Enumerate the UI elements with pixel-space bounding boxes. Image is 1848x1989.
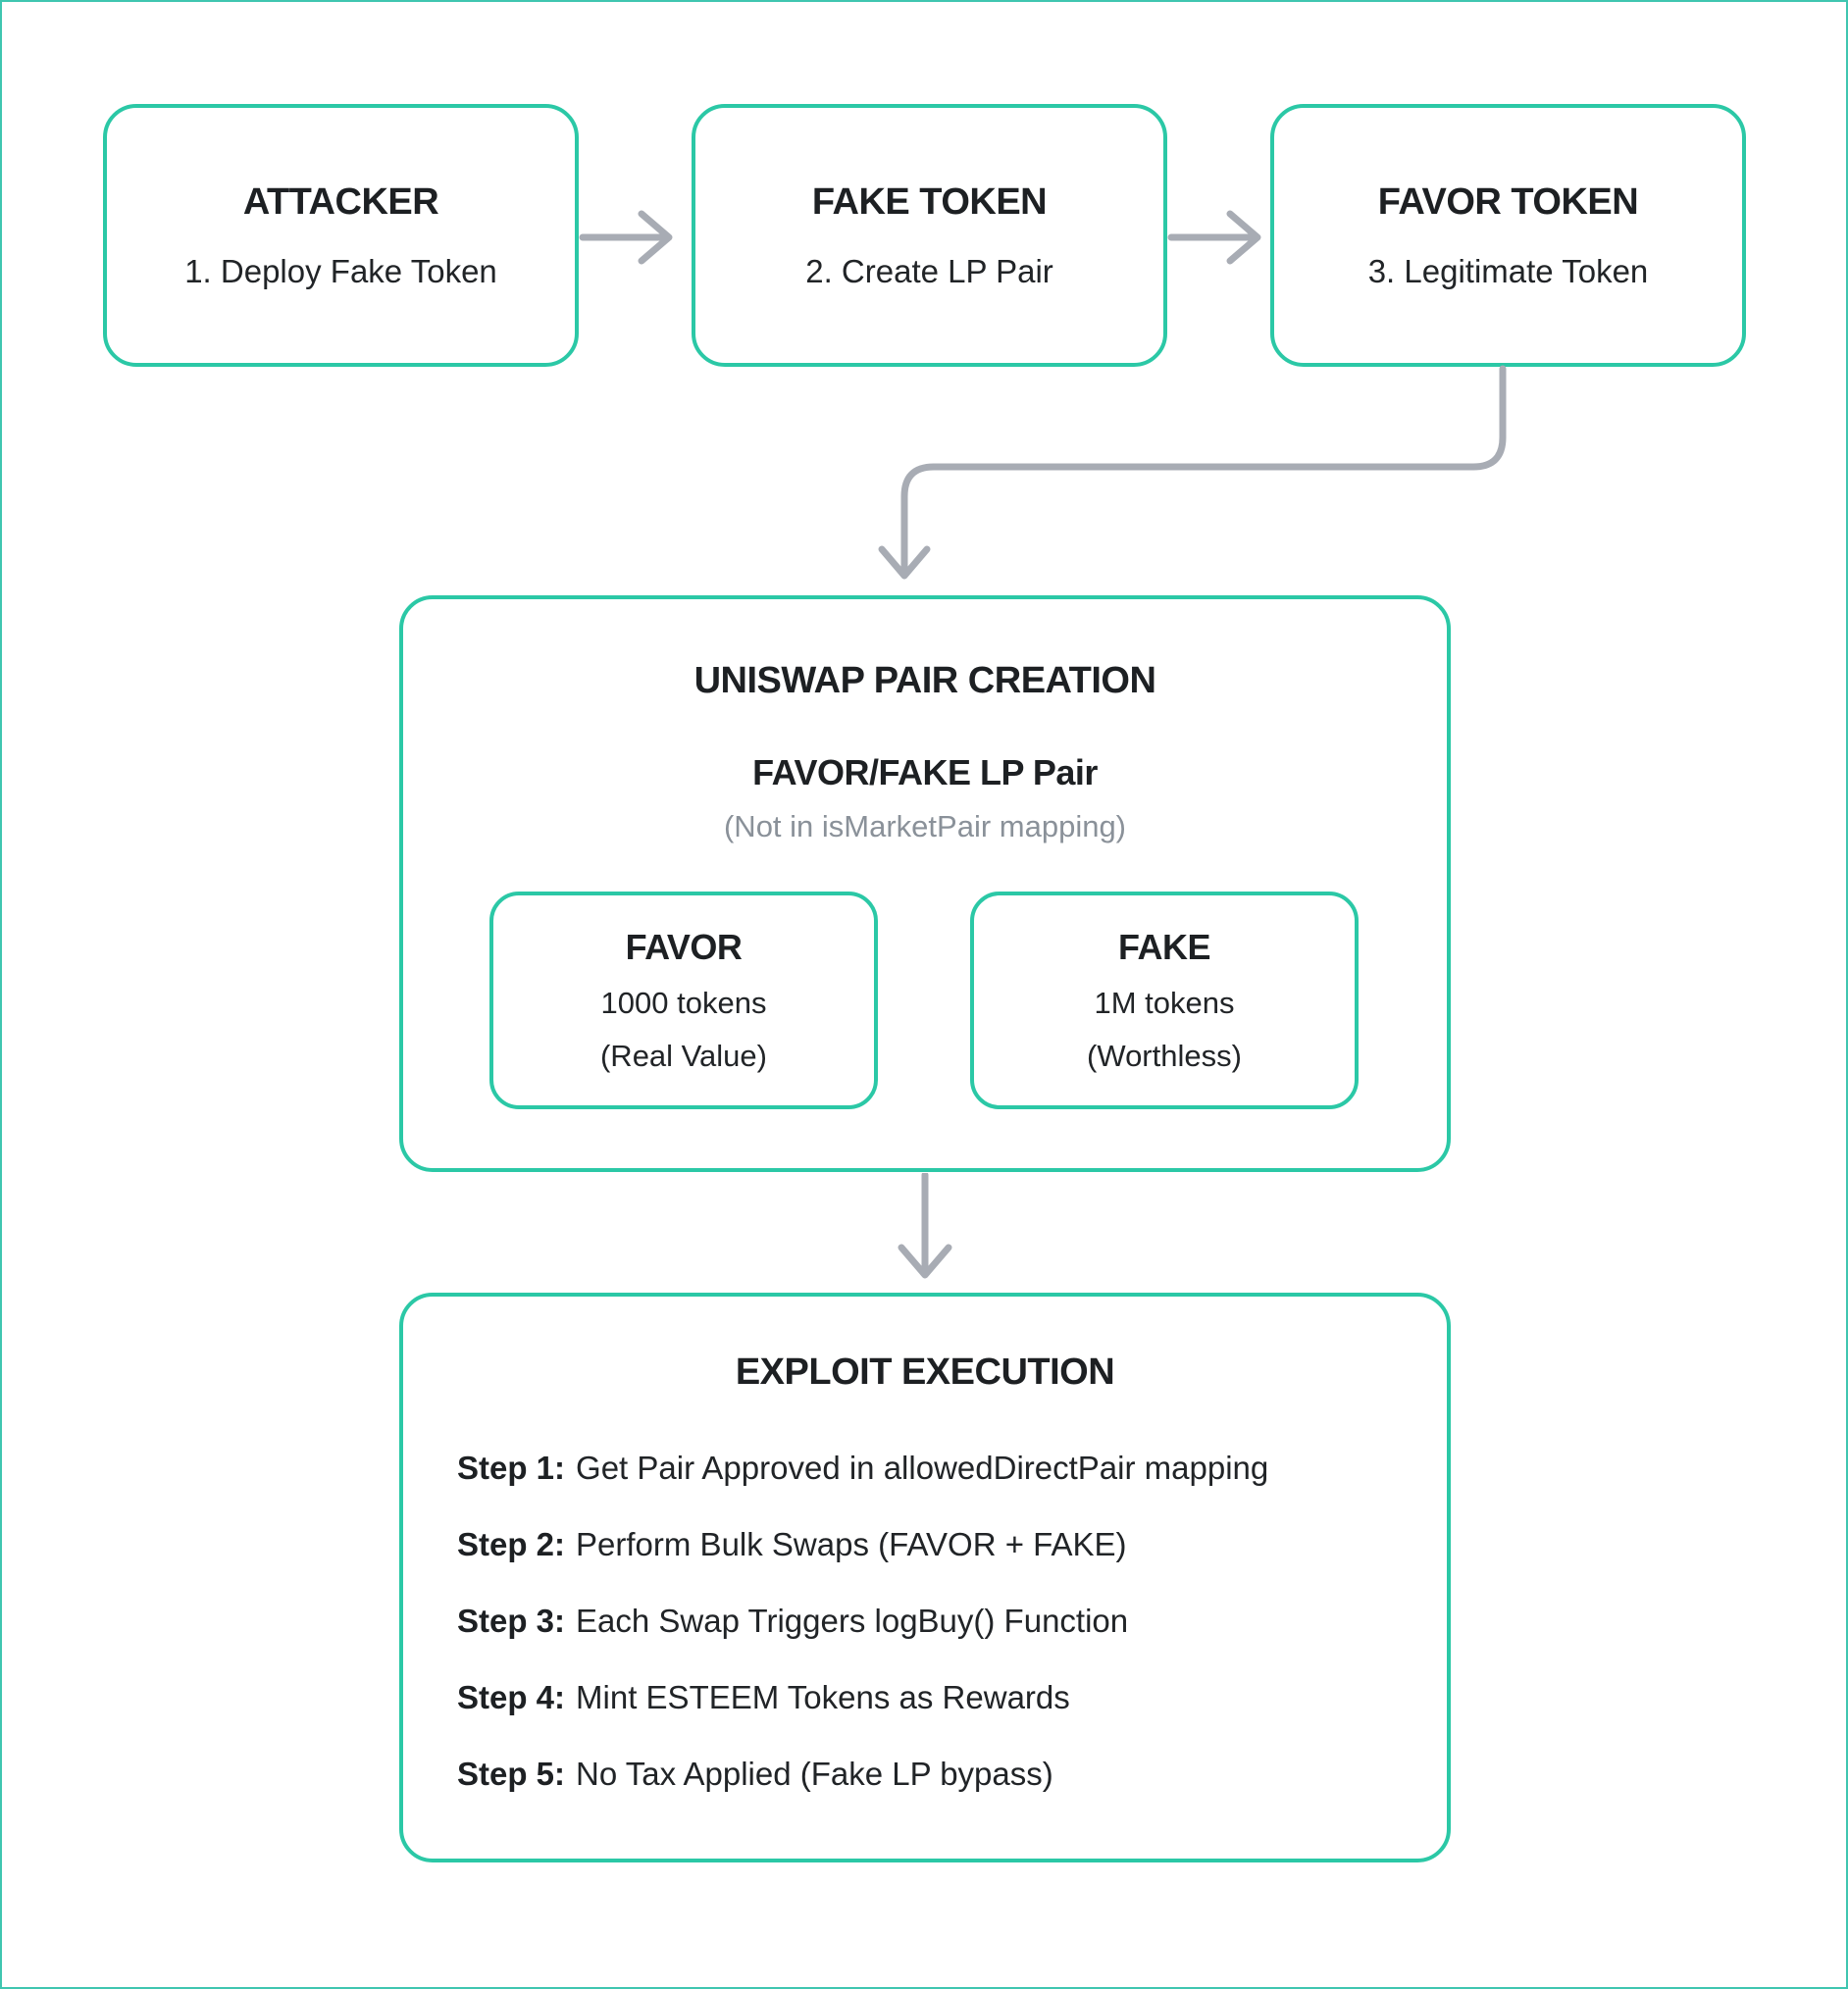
elbow-connector-down-icon [878,365,1507,580]
fake-token-title: FAKE TOKEN [811,180,1048,223]
exploit-steps-list: Step 1: Get Pair Approved in allowedDire… [457,1430,1408,1812]
step-5-text: No Tax Applied (Fake LP bypass) [576,1756,1053,1792]
exploit-step-4: Step 4: Mint ESTEEM Tokens as Rewards [457,1659,1408,1736]
exploit-step-2: Step 2: Perform Bulk Swaps (FAVOR + FAKE… [457,1506,1408,1583]
attacker-subtitle: 1. Deploy Fake Token [184,252,497,289]
step-2-text: Perform Bulk Swaps (FAVOR + FAKE) [576,1526,1127,1562]
arrow-right-icon [579,210,673,265]
step-4-text: Mint ESTEEM Tokens as Rewards [576,1679,1070,1715]
favor-token-title: FAVOR TOKEN [1377,180,1639,223]
exploit-title: EXPLOIT EXECUTION [735,1352,1115,1393]
step-4-label: Step 4: [457,1679,566,1715]
favor-box-title: FAVOR [625,927,743,967]
attacker-title: ATTACKER [242,180,439,223]
step-1-label: Step 1: [457,1450,566,1486]
node-favor-token: FAVOR TOKEN 3. Legitimate Token [1270,104,1746,367]
step-1-text: Get Pair Approved in allowedDirectPair m… [576,1450,1269,1486]
lp-pair-title: FAVOR/FAKE LP Pair [752,752,1098,792]
fake-token-subtitle: 2. Create LP Pair [805,252,1053,289]
uniswap-title: UNISWAP PAIR CREATION [693,660,1156,701]
fake-box-amount: 1M tokens [1094,986,1235,1020]
arrow-down-icon [898,1173,952,1279]
favor-token-subtitle: 3. Legitimate Token [1367,252,1649,289]
arrow-right-icon [1167,210,1261,265]
fake-box-title: FAKE [1117,927,1211,967]
step-2-label: Step 2: [457,1526,566,1562]
node-exploit-execution: EXPLOIT EXECUTION Step 1: Get Pair Appro… [399,1293,1451,1862]
node-favor-amount: FAVOR 1000 tokens (Real Value) [489,892,878,1109]
node-attacker: ATTACKER 1. Deploy Fake Token [103,104,579,367]
node-fake-token: FAKE TOKEN 2. Create LP Pair [692,104,1167,367]
exploit-step-3: Step 3: Each Swap Triggers logBuy() Func… [457,1583,1408,1659]
fake-box-value: (Worthless) [1087,1039,1242,1073]
favor-box-amount: 1000 tokens [600,986,767,1020]
step-5-label: Step 5: [457,1756,566,1792]
step-3-label: Step 3: [457,1603,566,1639]
node-fake-amount: FAKE 1M tokens (Worthless) [970,892,1359,1109]
favor-box-value: (Real Value) [599,1039,767,1073]
lp-pair-note: (Not in isMarketPair mapping) [723,809,1127,843]
step-3-text: Each Swap Triggers logBuy() Function [576,1603,1129,1639]
exploit-step-5: Step 5: No Tax Applied (Fake LP bypass) [457,1736,1408,1812]
exploit-step-1: Step 1: Get Pair Approved in allowedDire… [457,1430,1408,1506]
node-uniswap-pair-creation: UNISWAP PAIR CREATION FAVOR/FAKE LP Pair… [399,595,1451,1172]
